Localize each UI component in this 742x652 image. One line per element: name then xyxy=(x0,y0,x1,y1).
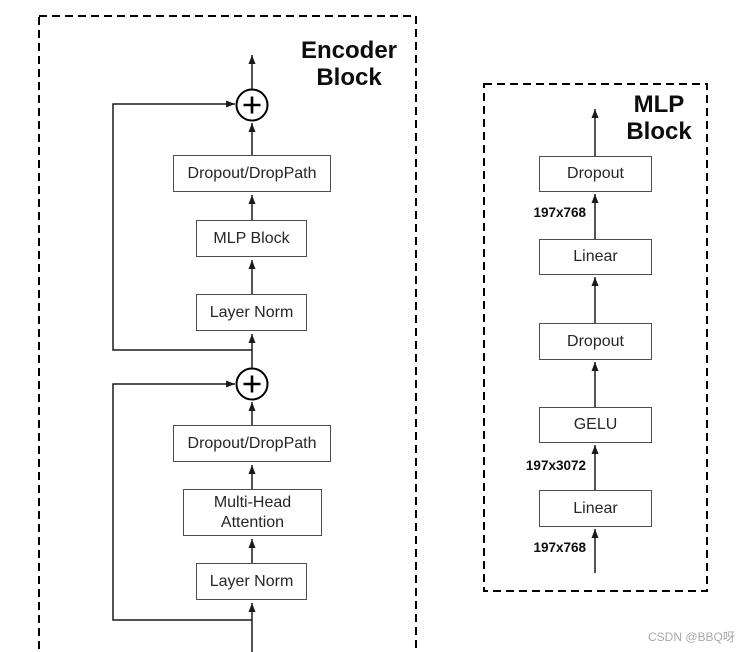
mlp-block-dashed-border xyxy=(483,83,708,592)
dim-label-197x768-bottom: 197x768 xyxy=(533,540,586,555)
encoder-mlp-block-box: MLP Block xyxy=(196,220,307,257)
mlp-linear-top-box: Linear xyxy=(539,239,652,275)
encoder-multi-head-attention-box: Multi-Head Attention xyxy=(183,489,322,536)
encoder-connectors xyxy=(112,55,256,652)
encoder-layer-norm-bottom-box: Layer Norm xyxy=(196,563,307,600)
residual-skip-line-bottom xyxy=(112,380,252,621)
encoder-layer-norm-top-box: Layer Norm xyxy=(196,294,307,331)
mlp-dropout-middle-box: Dropout xyxy=(539,323,652,360)
mlp-block-title: MLP Block xyxy=(626,91,692,145)
add-icon xyxy=(235,367,269,401)
encoder-block-dashed-border xyxy=(38,15,417,652)
encoder-dropout-droppath-top-box: Dropout/DropPath xyxy=(173,155,331,192)
dim-label-197x768-top: 197x768 xyxy=(533,205,586,220)
csdn-watermark: CSDN @BBQ呀 xyxy=(648,630,735,644)
mlp-linear-bottom-box: Linear xyxy=(539,490,652,527)
mlp-gelu-box: GELU xyxy=(539,407,652,443)
add-icon xyxy=(235,88,269,122)
mlp-dropout-top-box: Dropout xyxy=(539,156,652,192)
dim-label-197x3072: 197x3072 xyxy=(525,458,586,473)
residual-skip-line-top xyxy=(112,100,252,351)
encoder-dropout-droppath-bottom-box: Dropout/DropPath xyxy=(173,425,331,462)
encoder-block-title: Encoder Block xyxy=(300,37,398,91)
